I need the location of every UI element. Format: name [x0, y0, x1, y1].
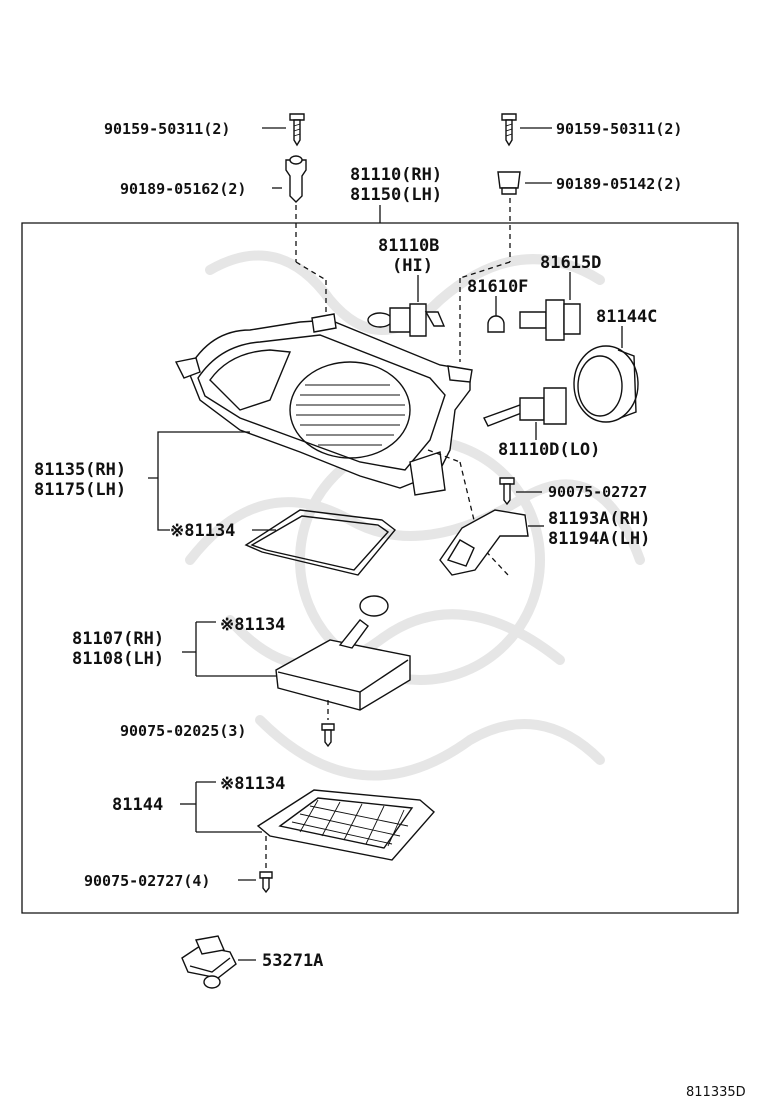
label-screw-02727: 90075-02727 — [548, 483, 647, 501]
bulb-81615d-icon — [519, 272, 581, 341]
screw-02025-icon — [321, 723, 335, 748]
screw-02727-icon — [499, 477, 542, 506]
label-bracket-lh: 81194A(LH) — [548, 529, 650, 549]
clip-left-icon — [272, 155, 327, 318]
bulb-hi-icon — [367, 275, 446, 337]
label-gasket-1: ※81134 — [170, 521, 235, 541]
label-cover-81144: 81144 — [112, 795, 163, 815]
label-bulb-lo: 81110D(LO) — [498, 440, 600, 460]
label-bulb-hi-num: 81110B — [378, 236, 439, 256]
label-housing-lh: 81175(LH) — [34, 480, 126, 500]
label-clip-53271a: 53271A — [262, 951, 323, 971]
label-bulb-81615d: 81615D — [540, 253, 601, 273]
label-gasket-2: ※81134 — [220, 615, 285, 635]
label-screw-02025: 90075-02025(3) — [120, 722, 246, 740]
bracket-icon — [439, 509, 544, 576]
bulb-lo-icon — [483, 387, 567, 440]
label-assy-lh: 81150(LH) — [350, 185, 442, 205]
label-bolt-right: 90159-50311(2) — [556, 120, 682, 138]
label-bolt-left: 90159-50311(2) — [104, 120, 230, 138]
clip-53271a-icon — [181, 935, 256, 989]
bolt-right-icon — [501, 113, 552, 147]
label-ring-81144c: 81144C — [596, 307, 657, 327]
label-clip-left: 90189-05162(2) — [120, 180, 246, 198]
housing-leader — [148, 431, 250, 531]
screw-02727-4-icon — [238, 871, 273, 894]
label-housing-rh: 81135(RH) — [34, 460, 126, 480]
label-clip-right: 90189-05142(2) — [556, 175, 682, 193]
label-ballast-rh: 81107(RH) — [72, 629, 164, 649]
clip-right-icon — [459, 171, 552, 362]
headlamp-housing-icon — [174, 313, 509, 576]
label-bracket-rh: 81193A(RH) — [548, 509, 650, 529]
frame-box — [21, 222, 739, 914]
label-ballast-lh: 81108(LH) — [72, 649, 164, 669]
cover-81144-icon — [180, 781, 435, 870]
gasket-upper-icon — [244, 509, 396, 576]
ring-81144c-icon — [573, 326, 639, 423]
bolt-left-icon — [262, 113, 305, 147]
diagram-code: 811335D — [686, 1085, 746, 1100]
label-gasket-3: ※81134 — [220, 774, 285, 794]
ballast-icon — [182, 595, 411, 720]
label-bulb-hi-tag: (HI) — [392, 256, 433, 276]
label-bulb-81610f: 81610F — [467, 277, 528, 297]
bulb-81610f-icon — [487, 296, 505, 333]
label-screw-02727-4: 90075-02727(4) — [84, 872, 210, 890]
watermark — [185, 250, 645, 781]
label-assy-rh: 81110(RH) — [350, 165, 442, 185]
